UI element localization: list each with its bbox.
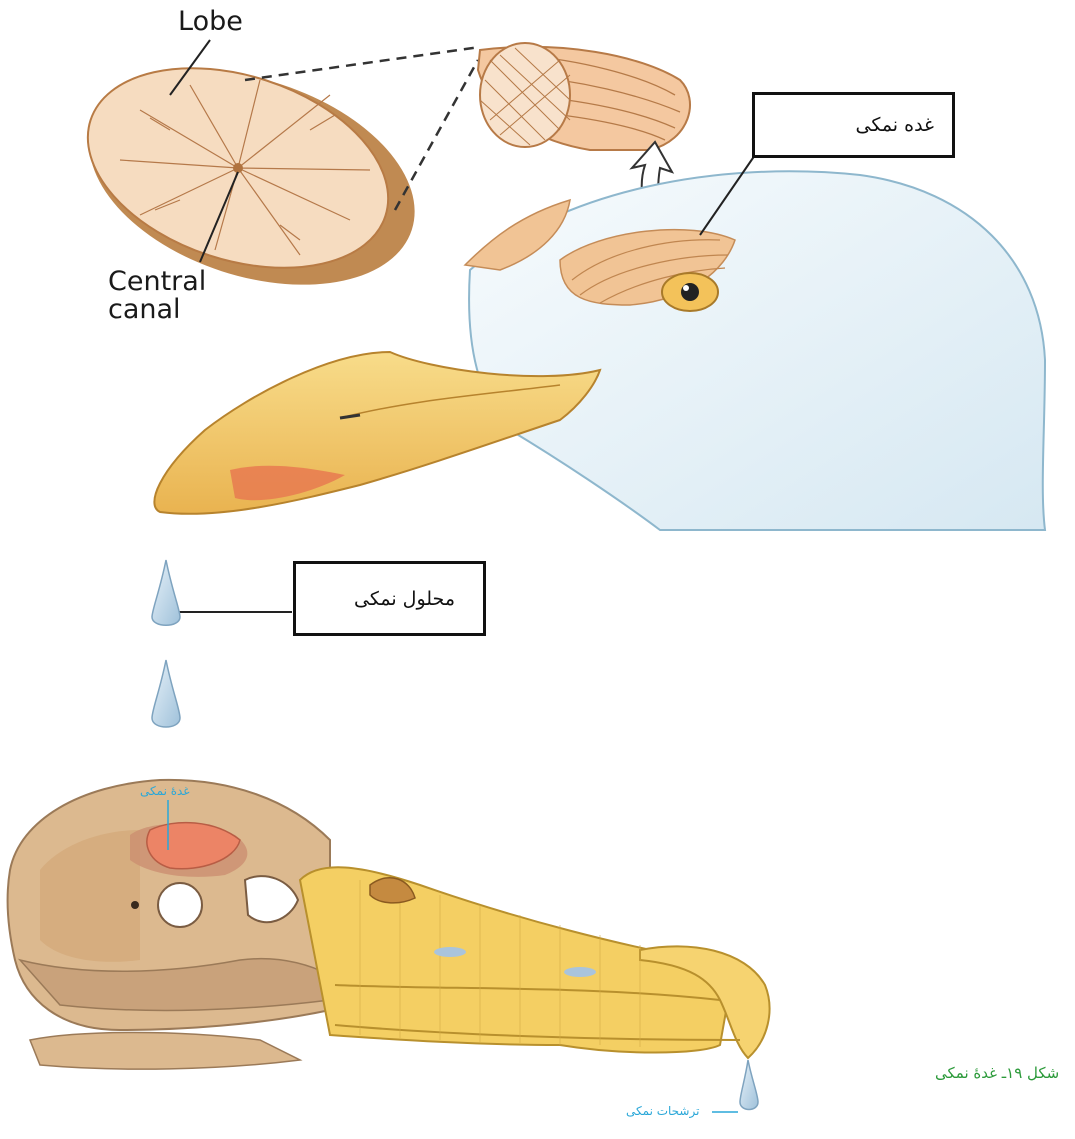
central-canal-line1: Central (108, 268, 206, 296)
salt-gland-box: غده نمکی (752, 92, 955, 158)
salt-droplets (152, 560, 180, 727)
central-canal-label: Central canal (108, 268, 206, 325)
salt-solution-box: محلول نمکی (293, 561, 486, 636)
lobe-label: Lobe (178, 8, 243, 36)
bird-skull (8, 780, 330, 1069)
secretion-droplet (740, 1060, 758, 1110)
figure-caption: شکل ۱۹ـ غدهٔ نمکی (935, 1064, 1059, 1082)
skull-beak (300, 867, 770, 1058)
lower-salt-gland-label: غدهٔ نمکی (140, 784, 190, 798)
central-canal-line2: canal (108, 296, 206, 324)
salt-gland-box-text: غده نمکی (855, 114, 934, 136)
gull-head (465, 171, 1045, 530)
salt-solution-box-text: محلول نمکی (354, 588, 455, 610)
salt-secretion-label: ترشحات نمکی (626, 1104, 699, 1118)
lobe-enlargement (478, 43, 690, 150)
